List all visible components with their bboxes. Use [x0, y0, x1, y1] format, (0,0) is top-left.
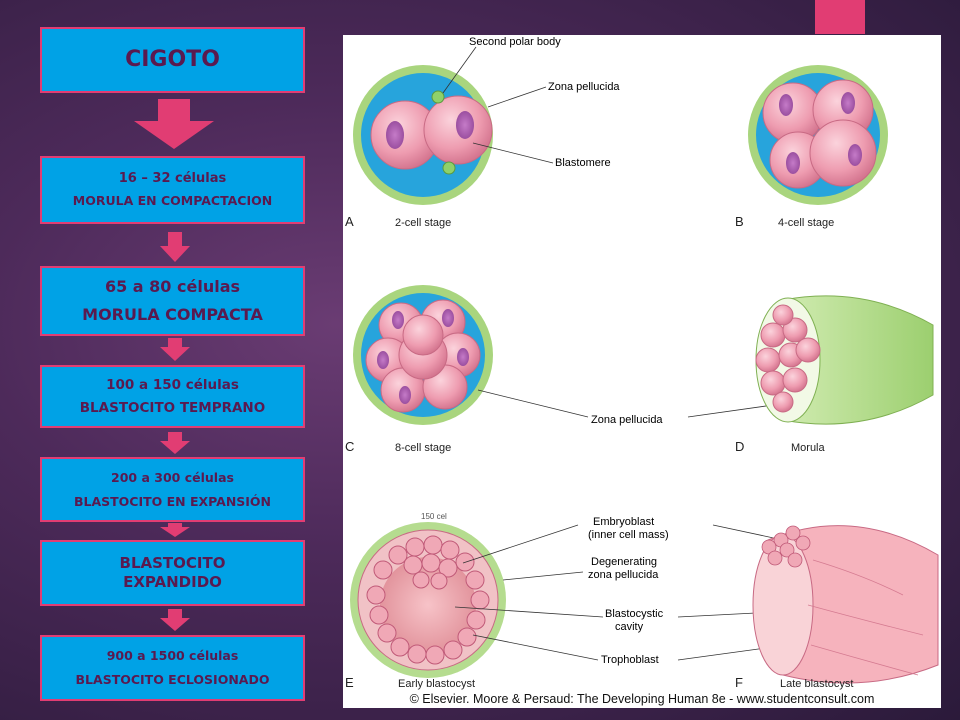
label-embryoblast: Embryoblast	[593, 516, 654, 528]
label-zona-pellucida: Zona pellucida	[548, 81, 620, 93]
panel-letter-b: B	[735, 214, 744, 229]
caption-morula: Morula	[791, 442, 826, 454]
flow-box-stage: BLASTOCITO EN EXPANSIÓN	[73, 493, 272, 509]
caption-4-cell-stage: 4-cell stage	[778, 217, 834, 229]
embryo-development-figure: Second polar body Zona pellucida Blastom…	[343, 35, 941, 708]
flow-box-stage-2: EXPANDIDO	[123, 573, 222, 591]
eight-cell-embryo	[353, 285, 493, 425]
panel-letter-f: F	[735, 675, 743, 690]
flow-box-morula-compacta: 65 a 80 células MORULA COMPACTA	[40, 266, 305, 336]
down-arrow-icon	[160, 523, 190, 539]
panel-letter-a: A	[345, 214, 354, 229]
down-arrow-icon	[160, 338, 190, 363]
down-arrow-icon	[160, 432, 190, 456]
flow-box-stage: BLASTOCITO ECLOSIONADO	[75, 672, 270, 687]
label-blastomere: Blastomere	[555, 157, 611, 169]
flow-box-count: 200 a 300 células	[111, 469, 234, 485]
label-cavity: cavity	[615, 621, 644, 633]
caption-early-blastocyst: Early blastocyst	[398, 678, 475, 690]
flow-box-morula-compactacion: 16 – 32 células MORULA EN COMPACTACION	[40, 156, 305, 224]
four-cell-embryo	[748, 65, 888, 205]
flow-box-stage: MORULA EN COMPACTACION	[72, 193, 273, 209]
early-blastocyst	[350, 522, 506, 678]
panel-letter-d: D	[735, 439, 744, 454]
flow-box-count: 16 – 32 células	[118, 171, 227, 187]
panel-letter-e: E	[345, 675, 354, 690]
embryo-illustration: Second polar body Zona pellucida Blastom…	[345, 36, 939, 690]
flow-box-blastocito-expandido: BLASTOCITO EXPANDIDO	[40, 540, 305, 606]
two-cell-embryo	[353, 65, 493, 205]
caption-late-blastocyst: Late blastocyst	[780, 678, 853, 690]
label-blastocystic: Blastocystic	[605, 608, 664, 620]
flow-box-stage: MORULA COMPACTA	[82, 305, 263, 324]
down-arrow-icon	[160, 609, 190, 633]
caption-2-cell-stage: 2-cell stage	[395, 217, 451, 229]
label-second-polar-body: Second polar body	[469, 36, 561, 48]
label-zona-pellucida-3: zona pellucida	[588, 569, 659, 581]
flow-box-count: 100 a 150 células	[106, 376, 239, 393]
figure-credit: © Elsevier. Moore & Persaud: The Develop…	[409, 692, 875, 706]
flow-box-title: CIGOTO	[125, 47, 220, 73]
caption-8-cell-stage: 8-cell stage	[395, 442, 451, 454]
label-inner-cell-mass: (inner cell mass)	[588, 529, 669, 541]
flow-box-cigoto: CIGOTO	[40, 27, 305, 93]
down-arrow-icon	[160, 232, 190, 264]
label-150-cel: 150 cel	[421, 512, 447, 521]
late-blastocyst	[752, 525, 939, 684]
flow-box-stage: BLASTOCITO TEMPRANO	[79, 399, 266, 416]
label-degenerating: Degenerating	[591, 556, 657, 568]
flow-box-count: 65 a 80 células	[104, 277, 241, 296]
down-arrow-icon	[134, 99, 214, 149]
flow-box-blastocito-expansion: 200 a 300 células BLASTOCITO EN EXPANSIÓ…	[40, 457, 305, 522]
flow-box-blastocito-temprano: 100 a 150 células BLASTOCITO TEMPRANO	[40, 365, 305, 428]
decorative-accent-bar	[815, 0, 865, 34]
flow-box-count: 900 a 1500 células	[106, 648, 239, 664]
flow-box-stage: BLASTOCITO	[119, 554, 226, 573]
morula	[755, 295, 934, 425]
flow-box-blastocito-eclosionado: 900 a 1500 células BLASTOCITO ECLOSIONAD…	[40, 635, 305, 701]
label-trophoblast: Trophoblast	[601, 654, 659, 666]
panel-letter-c: C	[345, 439, 354, 454]
label-zona-pellucida-2: Zona pellucida	[591, 414, 663, 426]
